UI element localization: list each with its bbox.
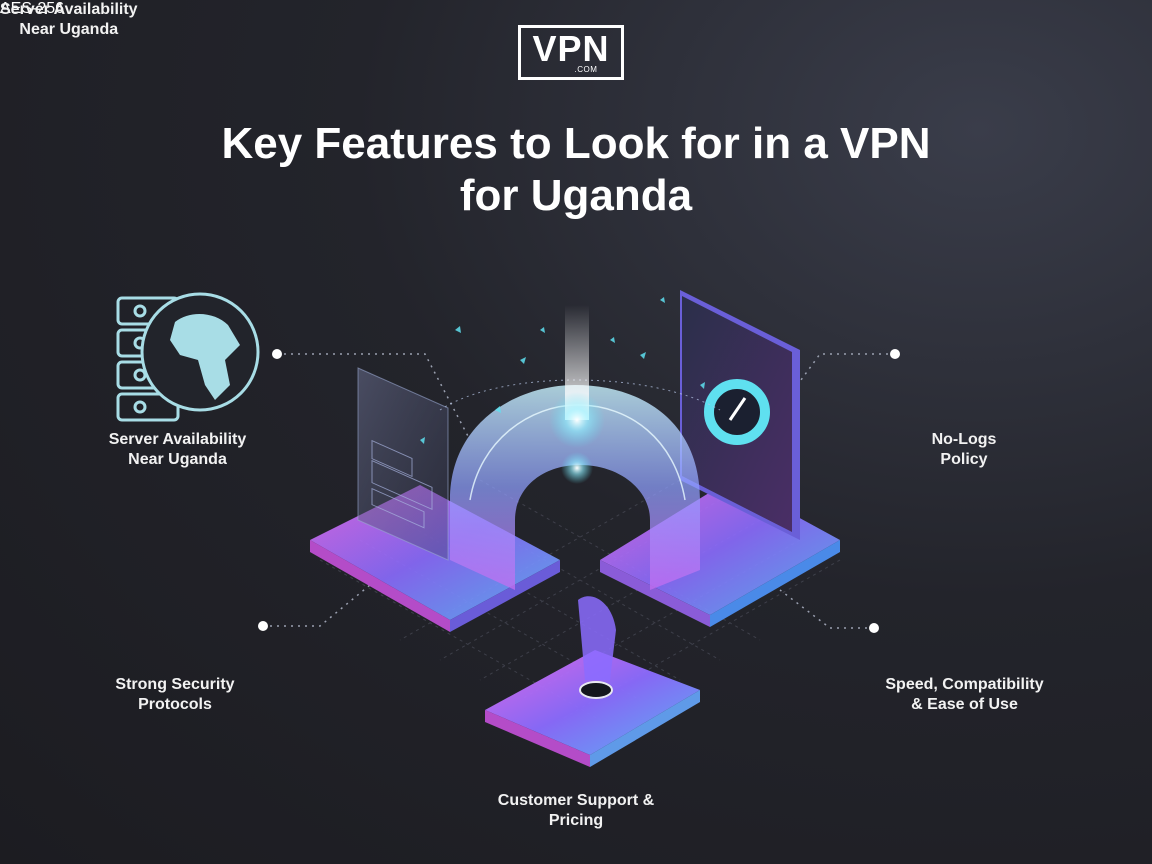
vpn-com-logo: VPN .COM [518, 25, 624, 80]
logo-text: VPN [532, 27, 610, 69]
server-globe-icon [116, 292, 260, 422]
feature-label-support: Customer Support & Pricing [497, 792, 655, 829]
front-platform [485, 596, 700, 767]
title-line-1: Key Features to Look for in a VPN [221, 119, 931, 168]
aes-shield-icon: AES-256 [0, 0, 64, 17]
feature-label-server: Server Availability Near Uganda [108, 431, 247, 468]
floor-grid [319, 479, 841, 721]
connector-lines [263, 353, 895, 629]
feature-label-server-availability: Server Availability Near Uganda [0, 1, 138, 38]
glass-document-panel [357, 367, 449, 561]
center-glow [549, 392, 605, 448]
feature-label-no-logs: No-Logs Policy [931, 431, 997, 468]
smartphone [680, 290, 800, 540]
title-line-2: for Uganda [459, 171, 693, 220]
connector-dots [258, 349, 900, 633]
particles [420, 297, 705, 444]
feature-label-security: Strong Security Protocols [115, 676, 235, 713]
center-glow-small [561, 452, 593, 484]
right-platform [600, 480, 840, 627]
feature-label-speed: Speed, Compatibility & Ease of Use [885, 676, 1044, 713]
aes-badge-text: AES-256 [0, 0, 65, 17]
page-title: Key Features to Look for in a VPN for Ug… [0, 118, 1152, 222]
logo-suffix: .COM [574, 64, 598, 74]
